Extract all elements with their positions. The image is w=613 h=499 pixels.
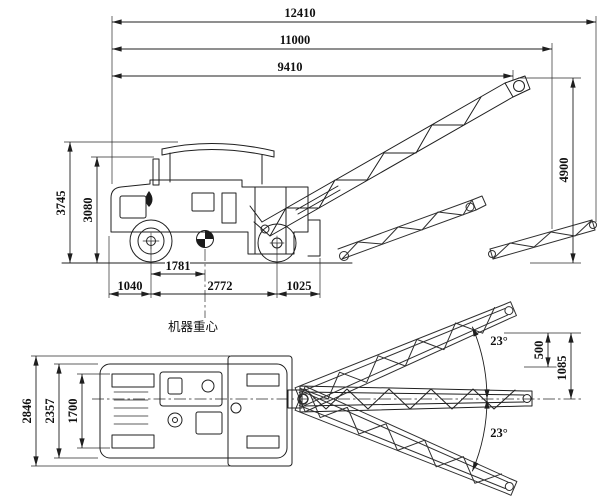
plan-conveyor-swung-up [292,296,520,414]
dim-offset-500: 500 [504,332,581,368]
dim-overall-width: 2846 [19,355,230,467]
dim-500-text: 500 [532,341,546,360]
conveyor-lowered-position [337,195,487,261]
cog-label: 机器重心 [168,319,219,334]
dim-bottom-extensions [108,236,321,298]
dim-offset-1085: 1085 [554,333,574,399]
dim-discharge-height: 4900 [518,77,581,264]
conveyor-tail-piece [488,219,597,260]
machine-body-outline [110,158,321,257]
dim-3080-text: 3080 [81,198,95,223]
dim-overall-height: 3745 [53,141,178,263]
dim-overall-length: 12410 [111,5,597,222]
dim-2846-text: 2846 [20,399,34,424]
swing-angle-annotation: 23° 23° [471,326,509,472]
dim-1040-text: 1040 [118,279,143,293]
dim-front-overhang: 1025 [277,278,320,297]
dim-3745-text: 3745 [54,191,68,216]
dim-track-width: 1700 [65,373,110,449]
dim-1025-text: 1025 [287,279,312,293]
angle-up-text: 23° [490,334,508,348]
dim-cog-distance: 1781 [151,258,205,277]
dim-2772-text: 2772 [208,279,233,293]
center-of-gravity-symbol [196,230,214,248]
dim-1700-text: 1700 [66,399,80,424]
angle-down-text: 23° [490,426,508,440]
dim-body-length: 9410 [112,59,514,80]
fuel-symbol [145,191,153,207]
dim-1781-text: 1781 [166,259,191,273]
side-view: 机器重心 [53,5,597,336]
dim-2357-text: 2357 [43,399,57,424]
conveyor-boom-raised [249,75,531,237]
dim-12410-text: 12410 [284,6,315,20]
dim-cab-height: 3080 [80,156,154,263]
plan-machine-body [99,355,303,467]
canopy [161,142,275,185]
dim-9410-text: 9410 [278,60,303,74]
dim-rear-overhang: 1040 [109,278,151,297]
dim-body-width: 2357 [42,363,98,459]
dim-1085-text: 1085 [555,356,569,381]
plan-view: 23° 23° 2846 2357 1700 500 [19,296,582,499]
dim-4900-text: 4900 [557,158,571,183]
dim-wheelbase: 2772 [151,278,277,297]
dim-transport-length: 11000 [112,32,553,229]
dim-11000-text: 11000 [280,33,311,47]
